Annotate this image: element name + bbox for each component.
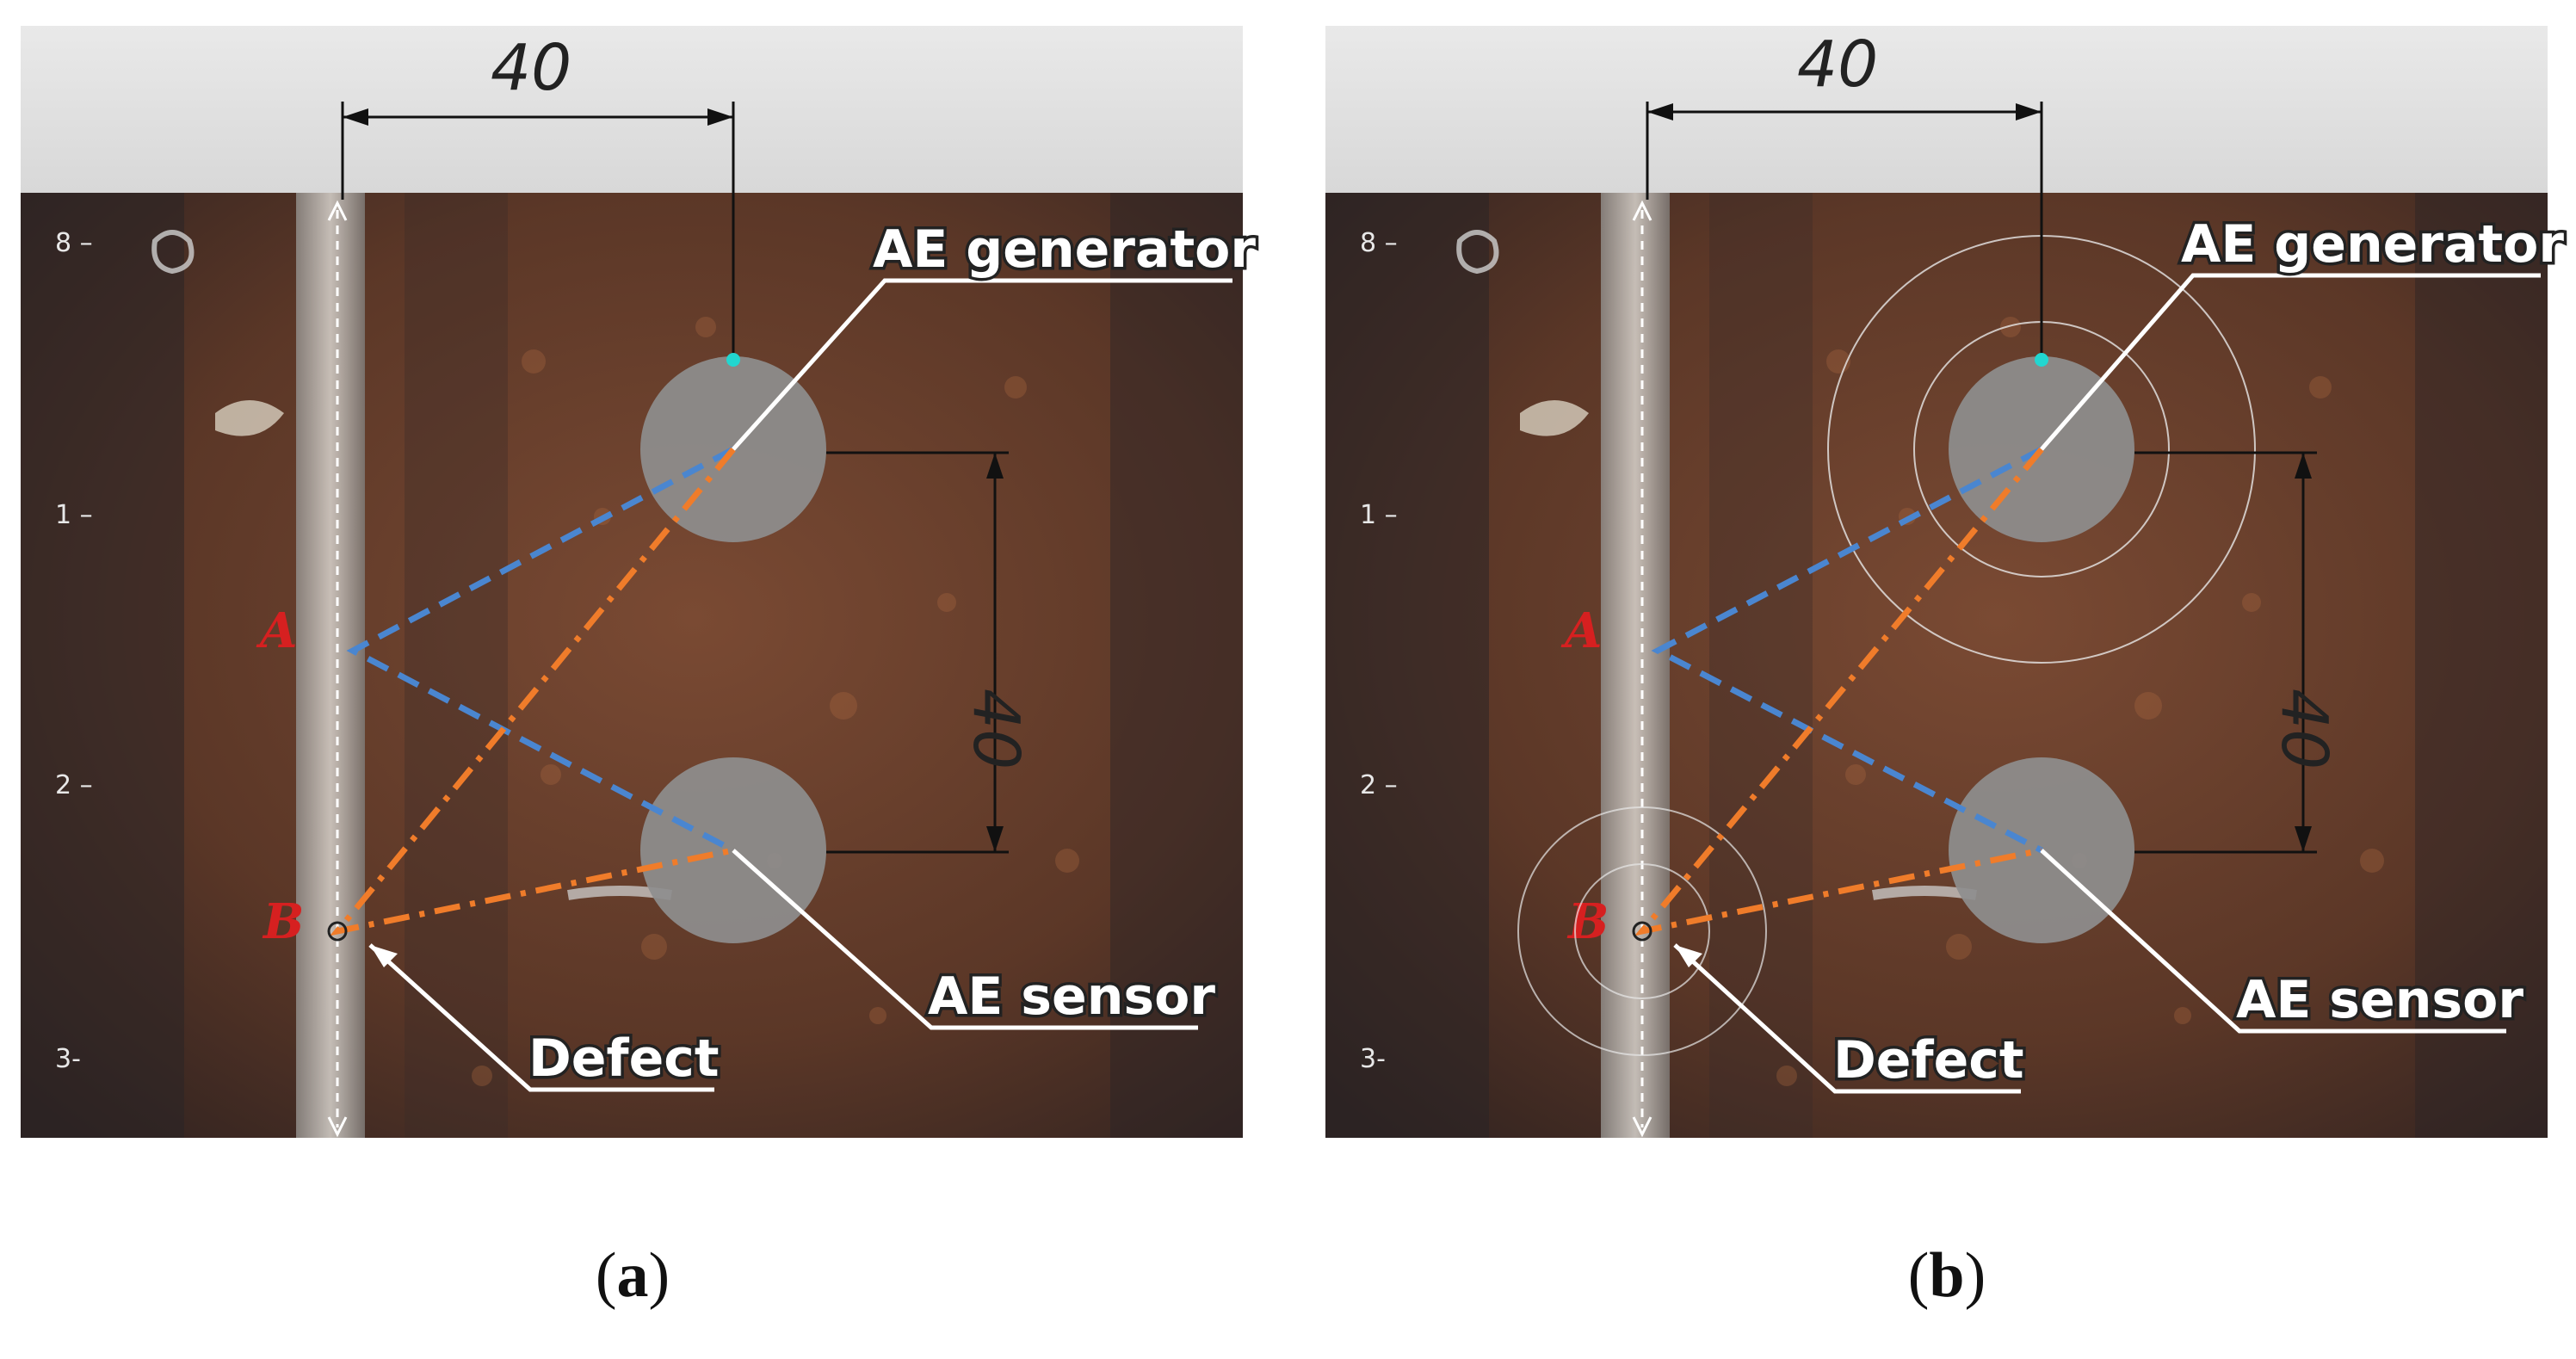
sensor-leader	[2040, 849, 2506, 1034]
panel-a-caption: (a)	[547, 1239, 719, 1313]
weld-point-a-label: A	[1560, 602, 1602, 659]
defect-outer-ring	[1517, 806, 1767, 1056]
dim-v-arrow-top	[986, 453, 1004, 479]
sensor-label: AE sensor	[928, 967, 1215, 1027]
path-via-a	[1651, 446, 2043, 854]
sensor-label: AE sensor	[2236, 970, 2523, 1030]
chalk-mark	[215, 400, 284, 436]
weld-point-b-label: B	[1566, 893, 1609, 950]
dim-v-arrow-bottom	[2295, 826, 2312, 852]
chalk-mark	[151, 230, 195, 275]
defect-leader	[1673, 943, 2021, 1094]
defect-point	[1632, 921, 1652, 942]
defect-leader-arrow	[370, 945, 398, 967]
shadow-band	[1110, 193, 1243, 1138]
scale-mark-2: 2 –	[55, 770, 93, 800]
sky-background	[21, 26, 1243, 193]
scale-mark-2: 2 –	[1360, 770, 1398, 800]
weld-axis-arrow-bottom	[1632, 1116, 1652, 1138]
defect-point	[327, 921, 348, 942]
generator-label: AE generator	[873, 219, 1256, 280]
ae-generator-point	[726, 353, 740, 367]
sensor-leader	[732, 849, 1198, 1030]
dim-h-arrow-right	[2016, 103, 2042, 120]
dim-h-arrow-right	[707, 108, 733, 126]
panel-b: 8 – 1 – 2 – 3- A B 40 40 AE generator AE	[1308, 0, 2573, 1359]
scale-mark-8: 8 –	[55, 228, 93, 258]
panel-a: 8 – 1 – 2 – 3- A B 40 40 AE generato	[0, 0, 1265, 1359]
caption-letter: a	[616, 1240, 649, 1311]
weld-axis-arrow-bottom	[327, 1116, 348, 1138]
path-via-a	[346, 446, 735, 854]
scale-mark-1: 1 –	[55, 500, 93, 530]
shadow-band	[21, 193, 184, 1138]
scale-mark-8: 8 –	[1360, 228, 1398, 258]
caption-close: )	[1964, 1240, 1986, 1311]
caption-letter: b	[1929, 1240, 1965, 1311]
shadow-band	[405, 193, 508, 1138]
weld-seam	[1601, 193, 1670, 1138]
chalk-mark	[1520, 400, 1589, 436]
dim-v-value: 40	[2267, 689, 2341, 769]
defect-inner-ring	[1574, 863, 1710, 999]
weld-axis-arrow-top	[1632, 200, 1652, 221]
caption-open: (	[595, 1240, 617, 1311]
weld-point-a-label: A	[256, 602, 297, 659]
weld-axis-arrow-top	[327, 200, 348, 221]
weld-point-b-label: B	[262, 893, 304, 950]
dim-v-arrow-bottom	[986, 826, 1004, 852]
sky-background	[1325, 26, 2548, 193]
caption-open: (	[1907, 1240, 1930, 1311]
defect-leader	[368, 943, 714, 1092]
shadow-band	[1709, 193, 1813, 1138]
chalk-mark	[1456, 230, 1499, 275]
scale-mark-3: 3-	[55, 1044, 81, 1074]
caption-close: )	[648, 1240, 670, 1311]
dim-v-value: 40	[959, 689, 1033, 769]
dim-h-arrow-left	[343, 108, 368, 126]
dim-h-value: 40	[491, 31, 571, 105]
dim-h-arrow-left	[1647, 103, 1673, 120]
scale-mark-3: 3-	[1360, 1044, 1386, 1074]
shadow-band	[2415, 193, 2548, 1138]
generator-leader	[732, 278, 1232, 451]
panel-b-figure: 8 – 1 – 2 – 3- A B 40 40 AE generator AE	[1325, 26, 2567, 1138]
generator-leader	[2040, 273, 2541, 451]
dim-v-arrow-top	[2295, 453, 2312, 479]
dim-h-value: 40	[1797, 28, 1878, 102]
ae-generator-point	[2035, 353, 2048, 367]
weld-seam	[296, 193, 365, 1138]
path-via-b	[1634, 447, 2044, 936]
shadow-band	[1325, 193, 1489, 1138]
panel-a-figure: 8 – 1 – 2 – 3- A B 40 40 AE generato	[21, 26, 1259, 1138]
defect-leader-arrow	[1675, 945, 1702, 967]
defect-label: Defect	[1833, 1030, 2024, 1090]
path-via-b	[330, 447, 736, 936]
pipe-surface	[21, 193, 1243, 1138]
defect-label: Defect	[528, 1029, 720, 1089]
scale-mark-1: 1 –	[1360, 500, 1398, 530]
panel-b-caption: (b)	[1861, 1239, 2033, 1313]
generator-label: AE generator	[2181, 214, 2564, 275]
